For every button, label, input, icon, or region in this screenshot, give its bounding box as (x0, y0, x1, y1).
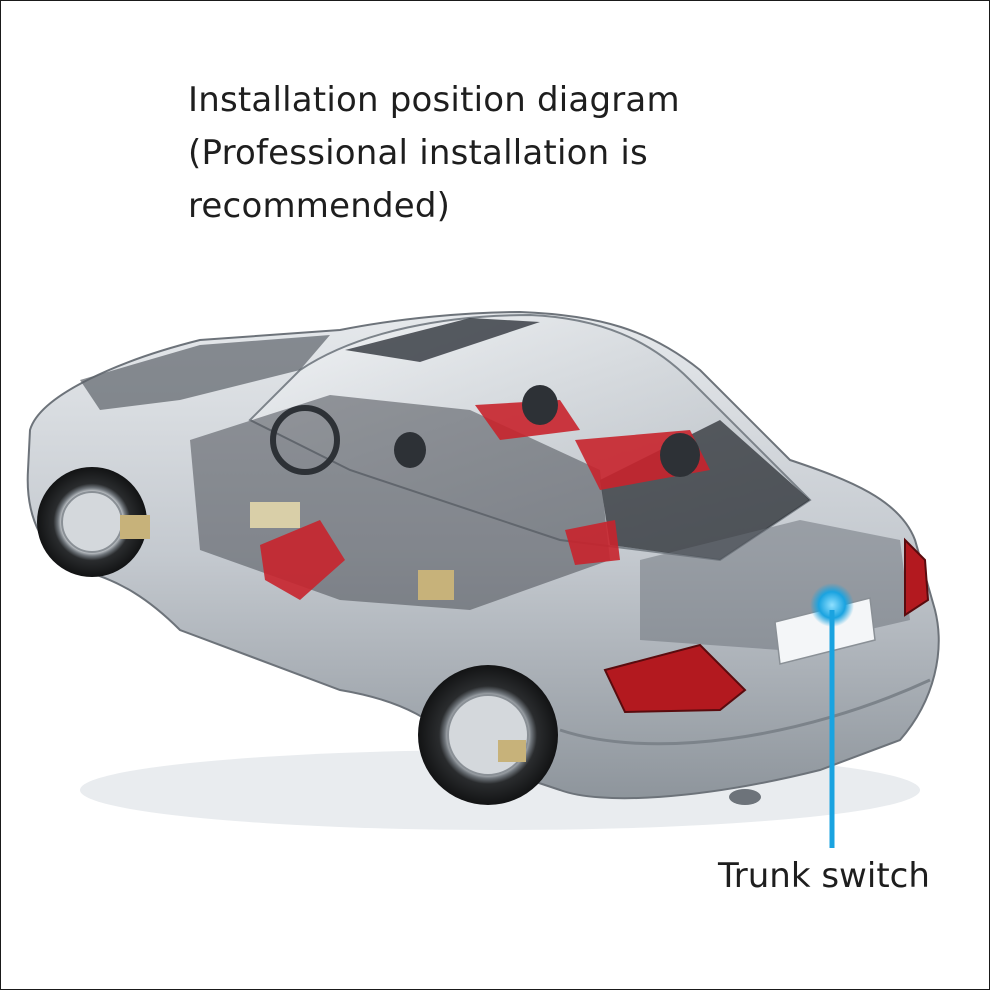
exhaust-pipe (729, 789, 761, 805)
headrest-2 (660, 433, 700, 477)
tail-light-left (603, 643, 747, 714)
rear-door-module (418, 570, 454, 600)
rear-seat-lower (565, 520, 620, 565)
steering-wheel (270, 405, 340, 475)
title-line-1: Installation position diagram (188, 80, 680, 120)
headrest-1 (522, 385, 558, 425)
rear-bumper (559, 678, 931, 746)
front-sensor-module (120, 515, 150, 539)
rear-sensor-module (498, 740, 526, 762)
title-line-3: recommended) (188, 186, 451, 226)
diagram-title: Installation position diagram (Professio… (188, 74, 708, 233)
trunk-switch-label: Trunk switch (718, 856, 930, 896)
sunroof (345, 318, 540, 362)
door-module (250, 502, 300, 528)
rear-rim (447, 694, 529, 776)
headrest-3 (394, 432, 426, 468)
engine-bay (80, 335, 330, 410)
title-line-2: (Professional installation is (188, 133, 648, 173)
front-rim (61, 491, 123, 553)
front-seat (260, 520, 345, 600)
trunk-switch-marker (810, 583, 854, 627)
tail-light-right (904, 537, 930, 617)
